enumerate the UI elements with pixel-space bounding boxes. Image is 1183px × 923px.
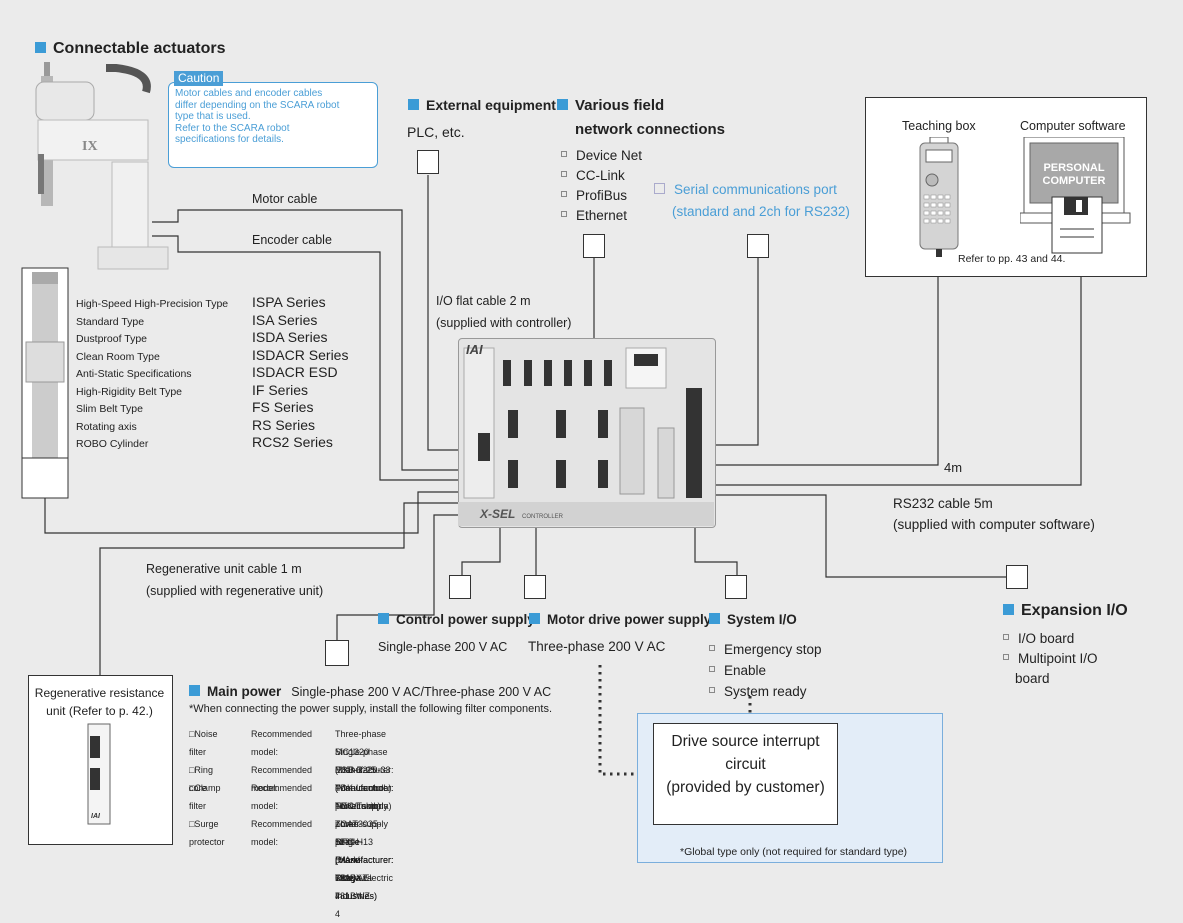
control-power-connector-box — [449, 575, 471, 599]
teaching-ref: Refer to pp. 43 and 44. — [958, 253, 1066, 265]
square-bullet-icon — [189, 685, 200, 696]
bullet-icon — [561, 191, 567, 197]
field-connector-box — [583, 234, 605, 258]
actuator-series: RS Series — [252, 416, 316, 433]
square-bullet-icon — [529, 613, 540, 624]
scara-robot-image: IX — [35, 62, 169, 270]
motor-power-connector-box — [524, 575, 546, 599]
io-flat-cable-label-2: (supplied with controller) — [436, 316, 572, 330]
serial-port-label-2: (standard and 2ch for RS232) — [672, 204, 850, 219]
bullet-icon — [561, 171, 567, 177]
motor-power-value: Three-phase 200 V AC — [528, 639, 666, 654]
actuator-series-list: ISPA Series ISA Series ISDA Series ISDAC… — [252, 294, 348, 452]
rs232-cable-label: RS232 cable 5m — [893, 496, 993, 511]
system-io-list: Emergency stop Enable System ready — [709, 639, 822, 702]
caution-box — [168, 82, 378, 168]
personal-computer-image — [1020, 137, 1131, 254]
control-power-title: Control power supply — [378, 612, 535, 627]
actuator-type: Anti-Static Specifications — [76, 368, 192, 380]
actuator-series: ISDACR ESD — [252, 364, 338, 380]
controller-name-sub: CONTROLLER — [522, 514, 564, 520]
regen-cable-label: Regenerative unit cable 1 m — [146, 562, 302, 576]
external-equipment-sub: PLC, etc. — [407, 124, 465, 140]
regen-unit-logo: IAI — [91, 813, 101, 820]
actuator-series: ISDACR Series — [252, 346, 349, 363]
bullet-icon — [1003, 634, 1009, 640]
square-bullet-icon — [408, 99, 419, 110]
teaching-box-label: Teaching box — [902, 119, 976, 133]
actuator-type: High-Rigidity Belt Type — [76, 385, 183, 398]
actuator-type: Dustproof Type — [76, 333, 148, 345]
actuator-type: High-Speed High-Precision Type — [76, 298, 229, 310]
serial-port-label: Serial communications port — [654, 182, 837, 197]
bullet-icon — [709, 666, 715, 672]
bullet-icon — [709, 687, 715, 693]
controller-details: IAI X-SEL CONTROLLER — [458, 342, 714, 526]
field-network-title: Various field — [557, 97, 664, 114]
regen-cable-label-2: (supplied with regenerative unit) — [146, 584, 324, 598]
io-flat-cable-label: I/O flat cable 2 m — [436, 294, 531, 308]
actuator-type: Rotating axis — [76, 420, 137, 433]
actuator-series: RCS2 Series — [252, 434, 333, 450]
external-connector-box — [417, 150, 439, 174]
actuator-image — [21, 267, 69, 499]
teaching-box-image — [919, 137, 959, 257]
robot-logo: IX — [82, 139, 98, 154]
motor-cable-label: Motor cable — [252, 192, 318, 206]
actuator-series: FS Series — [252, 399, 314, 415]
rs232-cable-label-2: (supplied with computer software) — [893, 517, 1095, 532]
field-network-title-2: network connections — [575, 121, 726, 138]
bullet-icon — [561, 151, 567, 157]
motor-power-title: Motor drive power supply — [529, 612, 711, 627]
serial-connector-box — [747, 234, 769, 258]
actuator-type: Clean Room Type — [76, 350, 160, 363]
bullet-icon — [709, 645, 715, 651]
actuator-type: Slim Belt Type — [76, 403, 143, 415]
actuator-type-list: High-Speed High-Precision Type Standard … — [76, 296, 228, 454]
actuator-series: ISDA Series — [252, 329, 328, 345]
actuator-type: Standard Type — [76, 315, 145, 328]
square-bullet-icon — [557, 99, 568, 110]
computer-software-label: Computer software — [1020, 119, 1126, 133]
actuator-series: ISPA Series — [252, 294, 326, 310]
square-bullet-icon — [378, 613, 389, 624]
square-bullet-icon — [1003, 604, 1014, 615]
drive-interrupt-note: *Global type only (not required for stan… — [680, 846, 908, 858]
checkbox-icon — [654, 183, 665, 194]
expansion-io-list: I/O board Multipoint I/O board — [1003, 629, 1098, 689]
field-network-list: Device Net CC-Link ProfiBus Ethernet — [561, 146, 642, 226]
section-title: Connectable actuators — [35, 40, 225, 58]
bullet-icon — [1003, 654, 1009, 660]
controller-name: X-SEL — [479, 507, 515, 521]
caution-label: Caution — [174, 71, 224, 86]
actuator-series: ISA Series — [252, 311, 318, 328]
system-io-connector-box — [725, 575, 747, 599]
square-bullet-icon — [709, 613, 720, 624]
square-bullet-icon — [35, 42, 46, 53]
external-equipment-title: External equipment — [408, 97, 556, 113]
encoder-cable-label: Encoder cable — [252, 233, 332, 247]
regen-unit-image: IAI — [87, 723, 111, 825]
expansion-connector-box — [1006, 565, 1028, 589]
expansion-io-title: Expansion I/O — [1003, 602, 1128, 620]
system-io-title: System I/O — [709, 612, 797, 627]
main-power-connector-box — [325, 640, 349, 666]
actuator-series: IF Series — [252, 381, 309, 398]
bullet-icon — [561, 211, 567, 217]
controller-brand: IAI — [466, 342, 483, 357]
actuator-type: ROBO Cylinder — [76, 438, 149, 450]
teaching-cable-length: 4m — [944, 460, 963, 475]
control-power-value: Single-phase 200 V AC — [378, 640, 508, 654]
main-power-note: *When connecting the power supply, insta… — [189, 703, 552, 715]
